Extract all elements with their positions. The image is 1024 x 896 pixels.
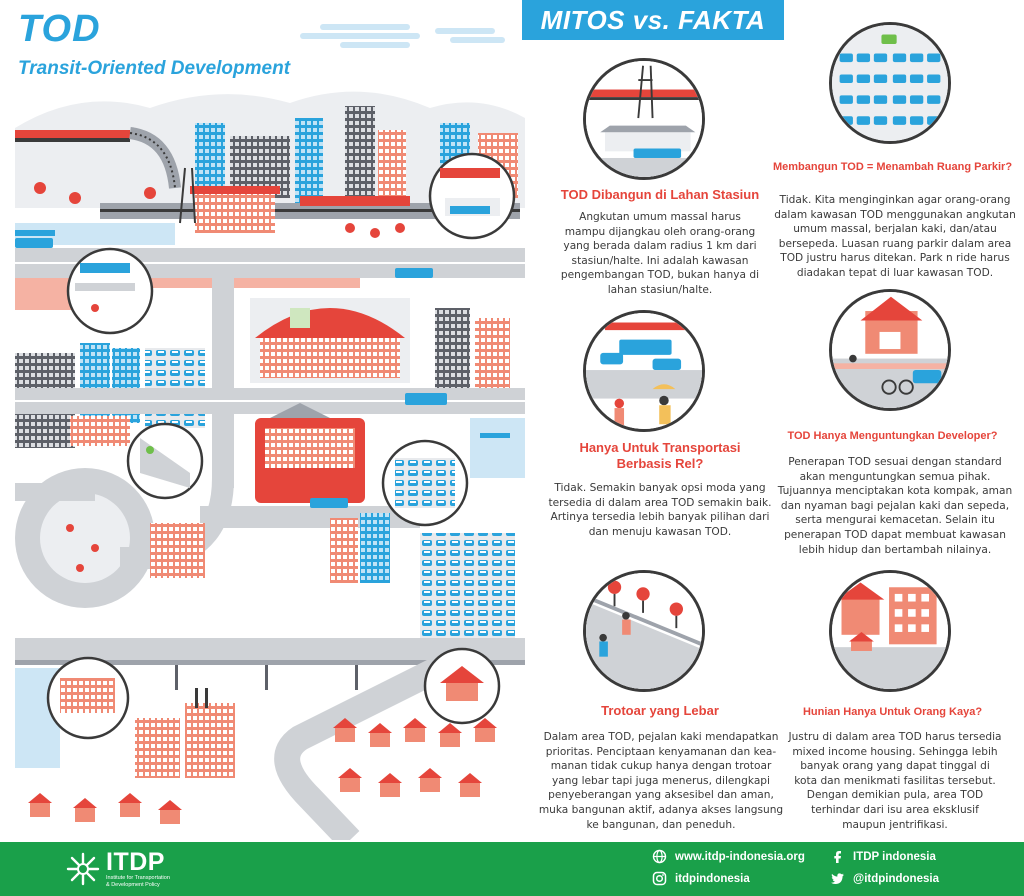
- twitter-link[interactable]: @itdpindonesia: [830, 871, 939, 886]
- page-title: TOD: [18, 8, 101, 50]
- facebook-icon: [830, 849, 845, 864]
- housing-illustration-icon: [829, 570, 951, 692]
- myth-heading-sidewalk: Trotoar yang Lebar: [601, 703, 719, 718]
- banner-text: MITOS vs. FAKTA: [540, 4, 766, 35]
- multimodal-illustration-icon: [583, 310, 705, 432]
- sidewalk-illustration-icon: [583, 570, 705, 692]
- clouds-decoration: [300, 24, 505, 48]
- globe-icon: [652, 849, 667, 864]
- myth-body-sidewalk: Dalam area TOD, pejalan kaki mendapatkan…: [538, 731, 784, 831]
- website-link[interactable]: www.itdp-indonesia.org: [652, 849, 805, 864]
- itdp-logo-icon: [66, 852, 100, 886]
- parking-illustration-icon: [829, 22, 951, 144]
- facebook-link[interactable]: ITDP indonesia: [830, 849, 936, 864]
- station-illustration-icon: [583, 58, 705, 180]
- website-text: www.itdp-indonesia.org: [675, 850, 805, 863]
- myth-heading-parking: Membangun TOD = Menambah Ruang Parkir?: [772, 161, 1013, 173]
- logo-name: ITDP: [106, 848, 165, 876]
- instagram-text: itdpindonesia: [675, 872, 750, 885]
- myth-heading-developer: TOD Hanya Menguntungkan Developer?: [787, 430, 998, 442]
- itdp-logo[interactable]: ITDP Institute for Transportation & Deve…: [64, 850, 186, 888]
- mitos-fakta-banner: MITOS vs. FAKTA: [522, 0, 784, 40]
- logo-subtitle-line-2: & Development Policy: [106, 881, 160, 888]
- myth-body-parking: Tidak. Kita menginginkan agar orang-oran…: [774, 194, 1016, 280]
- myth-heading-housing: Hunian Hanya Untuk Orang Kaya?: [802, 706, 983, 718]
- developer-illustration-icon: [829, 289, 951, 411]
- logo-subtitle-line-1: Institute for Transportation: [106, 875, 170, 881]
- facebook-text: ITDP indonesia: [853, 850, 936, 863]
- instagram-icon: [652, 871, 667, 886]
- footer: ITDP Institute for Transportation & Deve…: [0, 842, 1024, 896]
- twitter-text: @itdpindonesia: [853, 872, 939, 885]
- myth-heading-station: TOD Dibangun di Lahan Stasiun: [560, 187, 760, 202]
- instagram-link[interactable]: itdpindonesia: [652, 871, 750, 886]
- city-map-illustration: [15, 91, 525, 840]
- twitter-icon: [830, 871, 845, 886]
- page-subtitle: Transit-Oriented Development: [18, 58, 291, 79]
